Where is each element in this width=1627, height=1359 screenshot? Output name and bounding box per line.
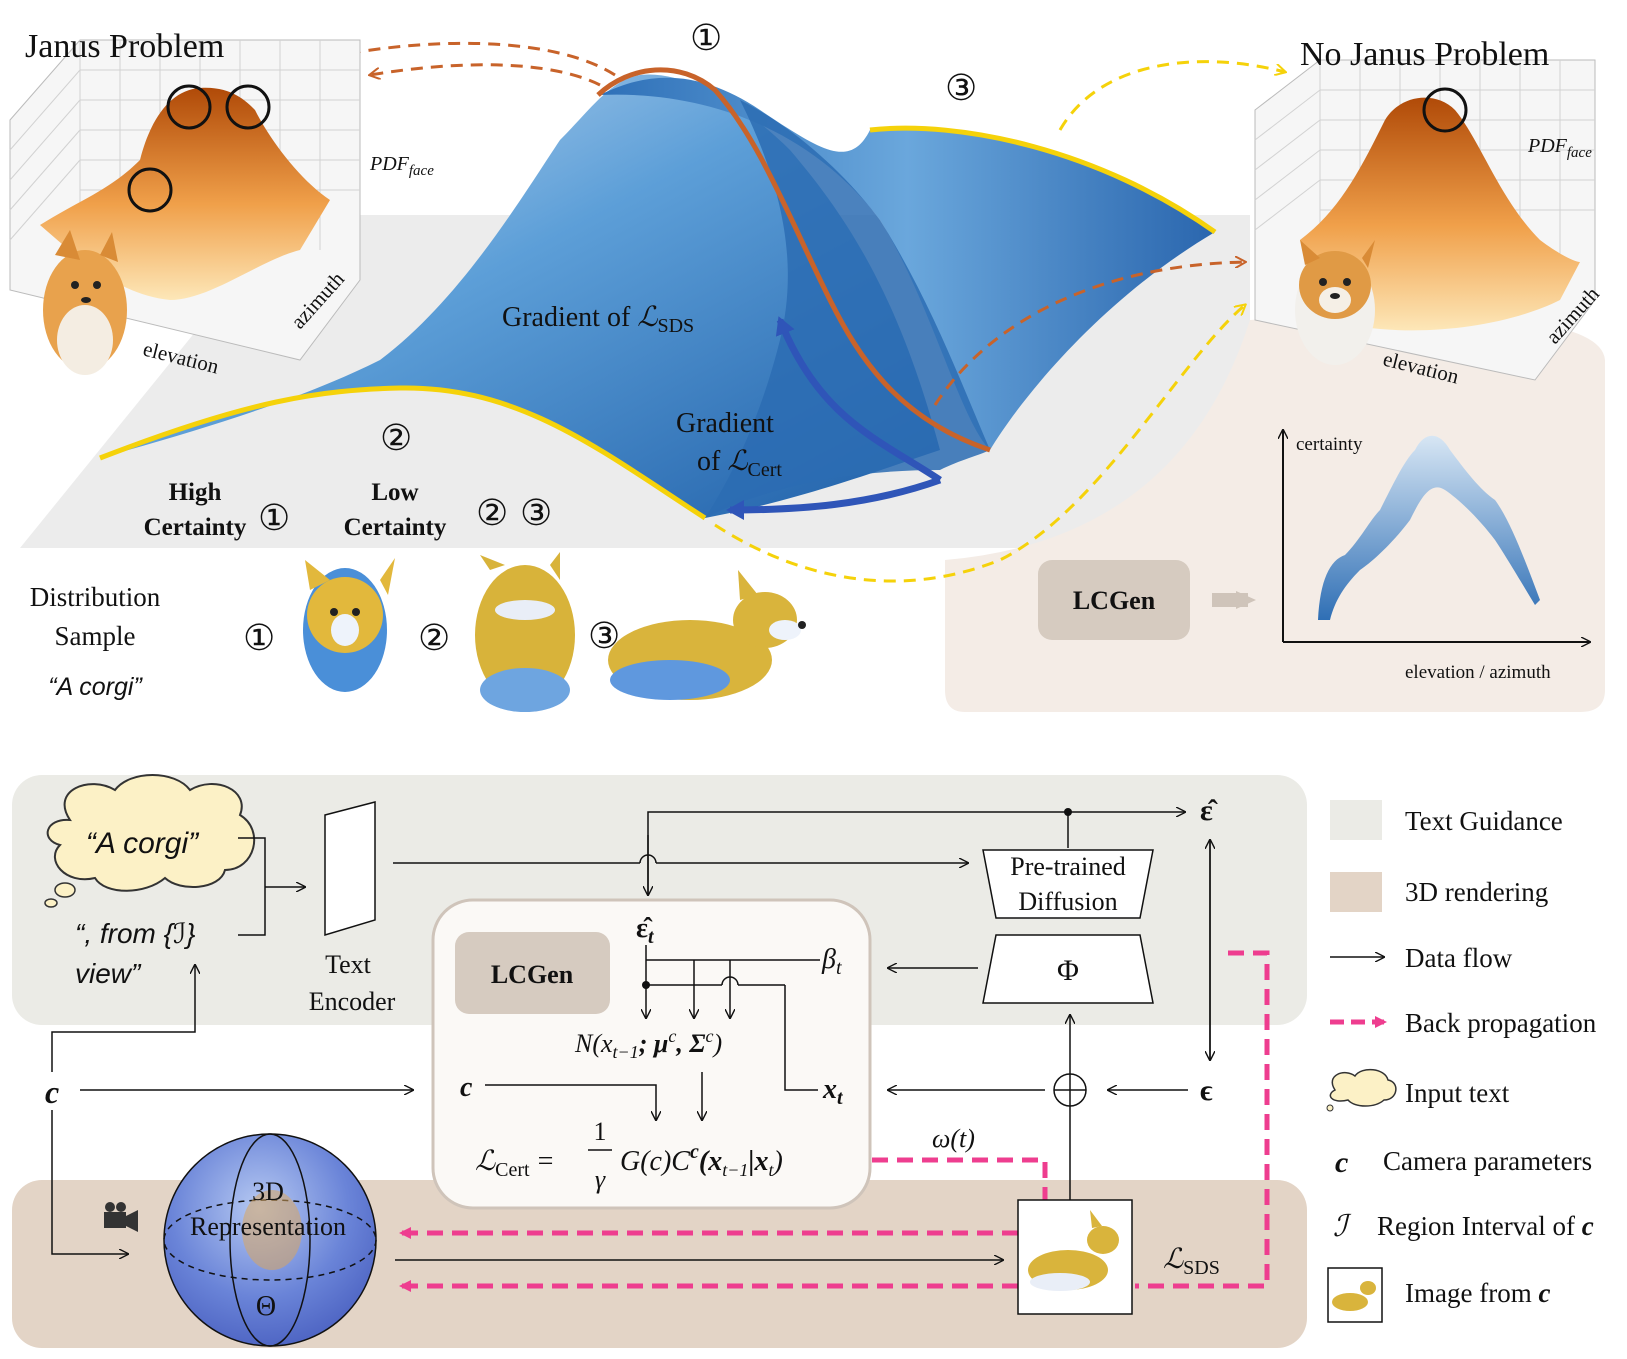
lcgen-box-top (1038, 560, 1190, 640)
legend-camera-params: Camera parameters (1383, 1146, 1592, 1176)
text-encoder-block (324, 801, 376, 937)
text-encoder-label-1: Text (325, 950, 372, 979)
certainty-axis-label: certainty (1296, 434, 1363, 455)
corgi-sample-front (303, 558, 395, 692)
high-certainty-marker: ① (258, 498, 290, 538)
camera-icon (104, 1202, 138, 1232)
normal-dist: N(xt−1; μc, Σc) (574, 1026, 722, 1062)
marker-2-top: ② (380, 418, 412, 458)
dist-sample-2: Sample (55, 621, 136, 651)
3d-representation-sphere (163, 1133, 377, 1347)
svg-text:1: 1 (594, 1117, 607, 1146)
loss-landscape-surface (99, 67, 1217, 521)
svg-text:ℒCert=: ℒCert= (475, 1146, 553, 1181)
corgi-photo-no-janus (1295, 240, 1375, 365)
orange-dashed-arrow-1 (340, 41, 616, 77)
low-certainty-1: Low (371, 479, 418, 506)
corgi-sample-back (475, 552, 575, 712)
legend-cloud-icon (1326, 1068, 1397, 1112)
low-certainty-marker-3: ③ (520, 493, 552, 533)
phi-block (982, 934, 1154, 1004)
high-certainty-2: Certainty (144, 514, 247, 541)
lcgen-top-label: LCGen (1073, 586, 1156, 615)
legend-camera-sym: c (1335, 1146, 1348, 1179)
elev-azim-axis-label: elevation / azimuth (1405, 662, 1551, 683)
grad-cert-label-2: of ℒCert (697, 446, 782, 481)
pretrained-label-2: Diffusion (1018, 887, 1117, 916)
svg-text:γ: γ (595, 1165, 606, 1194)
dist-sample-1: Distribution (30, 582, 161, 612)
c-label-outer: c (45, 1074, 59, 1110)
orange-dashed-arrow-right (933, 262, 1245, 406)
orange-dashed-arrow-2 (370, 63, 601, 87)
pdf-label-left: PDFface (369, 153, 434, 179)
legend-data-flow: Data flow (1405, 943, 1513, 973)
yellow-dashed-arrow-top (1058, 60, 1285, 131)
legend-region-interval: Region Interval of c (1377, 1211, 1594, 1241)
thought-cloud (44, 774, 256, 908)
legend-region-sym: ℐ (1333, 1210, 1352, 1243)
three-d-label-1: 3D (252, 1177, 284, 1206)
legend-text-guidance: Text Guidance (1405, 806, 1563, 836)
janus-title: Janus Problem (25, 28, 224, 65)
corgi-photo-janus (43, 230, 127, 375)
marker-3-top: ③ (945, 68, 977, 108)
sample-marker-2: ② (418, 618, 450, 658)
low-certainty-marker-2: ② (476, 493, 508, 533)
sample-marker-1: ① (243, 618, 275, 658)
no-janus-title: No Janus Problem (1300, 36, 1549, 73)
from-view-2: view” (75, 958, 142, 989)
corgi-sample-side (608, 570, 806, 700)
pdf-label-right: PDFface (1527, 135, 1592, 161)
pretrained-label-1: Pre-trained (1010, 852, 1126, 881)
grad-sds-arrow (775, 316, 942, 483)
high-certainty-1: High (169, 479, 222, 506)
sample-marker-3: ③ (588, 616, 620, 656)
eps: ϵ (1200, 1074, 1213, 1107)
pretrained-diffusion-block (982, 849, 1154, 919)
rendered-corgi (1028, 1210, 1119, 1291)
grad-sds-label: Gradient of ℒSDS (502, 302, 694, 337)
grad-cert-arrow (726, 476, 942, 520)
lcert-equation: ℒCert= 1 γ G(c)Cc(xt−1|xt) (475, 1117, 783, 1194)
grad-cert-label-1: Gradient (676, 408, 774, 439)
legend-rendering-swatch (1330, 872, 1382, 912)
lcgen-label-box (455, 932, 610, 1014)
lsds-label: ℒSDS (1163, 1244, 1220, 1279)
legend-back-prop: Back propagation (1405, 1008, 1597, 1038)
marker-1-top: ① (690, 18, 722, 58)
low-certainty-2: Certainty (344, 514, 447, 541)
dist-prompt: “A corgi” (48, 673, 143, 701)
from-view-1: “, from {ℐ} (75, 918, 196, 949)
svg-text:G(c)Cc(xt−1|xt): G(c)Cc(xt−1|xt) (620, 1141, 783, 1180)
cloud-text: “A corgi” (86, 827, 200, 860)
theta-label: Θ (256, 1291, 276, 1322)
beta-t: βt (821, 944, 842, 979)
legend-image-from: Image from c (1405, 1278, 1550, 1308)
yellow-dashed-arrow-bottom (714, 305, 1245, 583)
text-encoder-label-2: Encoder (309, 987, 396, 1016)
certainty-chart (1283, 430, 1590, 642)
legend-text-guidance-swatch (1330, 800, 1382, 840)
omega-t: ω(t) (932, 1124, 975, 1153)
lcgen-module-label: LCGen (491, 960, 574, 989)
legend-rendering: 3D rendering (1405, 877, 1548, 907)
phi-label: Φ (1057, 954, 1079, 987)
legend-input-text: Input text (1405, 1078, 1510, 1108)
x-t: xt (822, 1074, 844, 1109)
c-inner: c (460, 1072, 473, 1103)
three-d-label-2: Representation (190, 1212, 346, 1241)
